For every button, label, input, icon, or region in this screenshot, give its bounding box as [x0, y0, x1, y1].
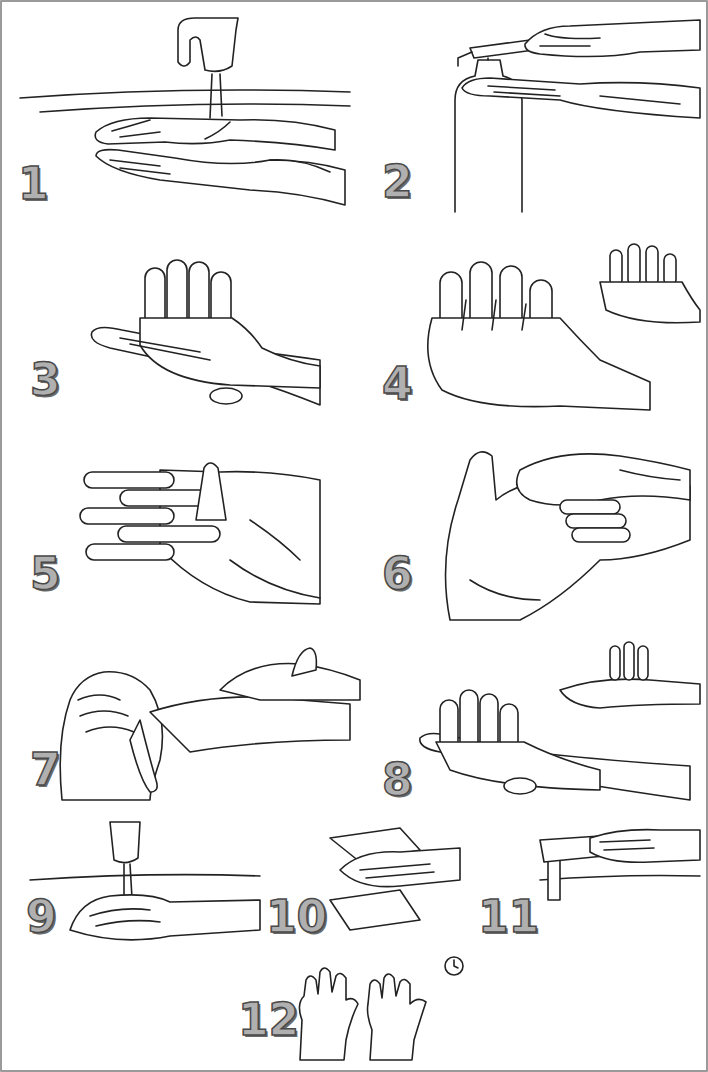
paper-towel: [330, 890, 420, 930]
finger-line: [110, 160, 330, 174]
callout-number: 11: [478, 895, 539, 939]
hand-outline: [420, 733, 690, 800]
water-stream: [210, 74, 222, 118]
hand-outline: [220, 664, 360, 700]
finger-line: [90, 909, 160, 926]
finger: [628, 244, 640, 286]
clock-hands: [454, 960, 458, 968]
soap-pump: [470, 40, 534, 58]
thumb: [210, 388, 242, 404]
step-clean-hands: [299, 957, 463, 1060]
finger: [118, 526, 220, 542]
finger: [86, 544, 174, 560]
finger: [80, 508, 174, 524]
finger: [610, 646, 620, 680]
finger-line: [488, 86, 680, 104]
hand-outline: [525, 20, 700, 57]
hand-outline: [340, 848, 460, 887]
step-close-tap: [540, 830, 700, 900]
finger: [460, 690, 478, 750]
finger-line: [120, 338, 210, 360]
thumb: [196, 463, 226, 520]
callout-number: 5: [30, 552, 61, 596]
finger: [572, 528, 630, 542]
finger: [566, 514, 626, 528]
hand-outline: [590, 830, 700, 863]
hand-outline: [560, 679, 700, 708]
step-back-of-hands: [428, 244, 700, 410]
hand-outline: [462, 78, 700, 118]
finger: [560, 500, 620, 514]
callout-number: 1: [18, 162, 49, 206]
thumb: [504, 778, 536, 794]
finger: [84, 472, 174, 488]
finger-line: [230, 520, 320, 598]
step-wet-hands: [20, 18, 350, 205]
finger-line: [600, 840, 654, 850]
step-rinse: [30, 822, 260, 940]
callout-number: 2: [382, 160, 413, 204]
step-interlaced-fingers: [80, 463, 320, 604]
step-apply-soap: [455, 20, 700, 212]
hand-outline: [95, 118, 335, 150]
sink-edge: [20, 90, 350, 98]
step-thumb-rotation: [60, 648, 360, 800]
callout-number: 10: [266, 895, 327, 939]
thumb: [130, 720, 157, 792]
finger-line: [462, 300, 526, 330]
step-dry: [330, 828, 460, 930]
finger-line: [112, 120, 230, 139]
hand-outline: [150, 697, 350, 752]
hand-outline: [600, 282, 700, 323]
hand-outline: [428, 318, 650, 410]
faucet: [178, 18, 238, 71]
step-fingertips-palm: [420, 642, 700, 800]
hand-outline: [517, 454, 690, 505]
callout-number: 6: [382, 552, 413, 596]
callout-number: 9: [26, 895, 57, 939]
soap-nozzle: [458, 52, 488, 66]
finger: [624, 642, 634, 680]
thumb: [292, 648, 316, 676]
hand-outline: [60, 672, 162, 800]
finger: [646, 246, 658, 286]
finger: [610, 250, 622, 286]
callout-number: 7: [30, 748, 61, 792]
callout-number: 3: [30, 358, 61, 402]
hand-outline: [96, 150, 345, 205]
sink-edge: [40, 104, 350, 112]
finger-line: [360, 864, 434, 878]
hand-outline: [140, 318, 320, 388]
step-fingertips-locked: [446, 452, 691, 620]
finger-line: [470, 470, 680, 600]
sink-edge: [540, 876, 700, 881]
finger-line: [78, 695, 134, 732]
hand-outline: [446, 452, 691, 620]
callout-number: 4: [382, 362, 413, 406]
finger-line: [540, 34, 600, 46]
finger: [638, 646, 648, 680]
clock-symbol: [445, 957, 463, 975]
hand-outline: [299, 968, 358, 1060]
hand-outline: [70, 895, 260, 940]
step-palm-to-palm: [91, 260, 320, 405]
faucet: [110, 822, 140, 863]
sink-edge: [30, 875, 260, 880]
callout-number: 8: [382, 758, 413, 802]
callout-number: 12: [238, 998, 299, 1042]
hand-outline: [368, 974, 427, 1060]
